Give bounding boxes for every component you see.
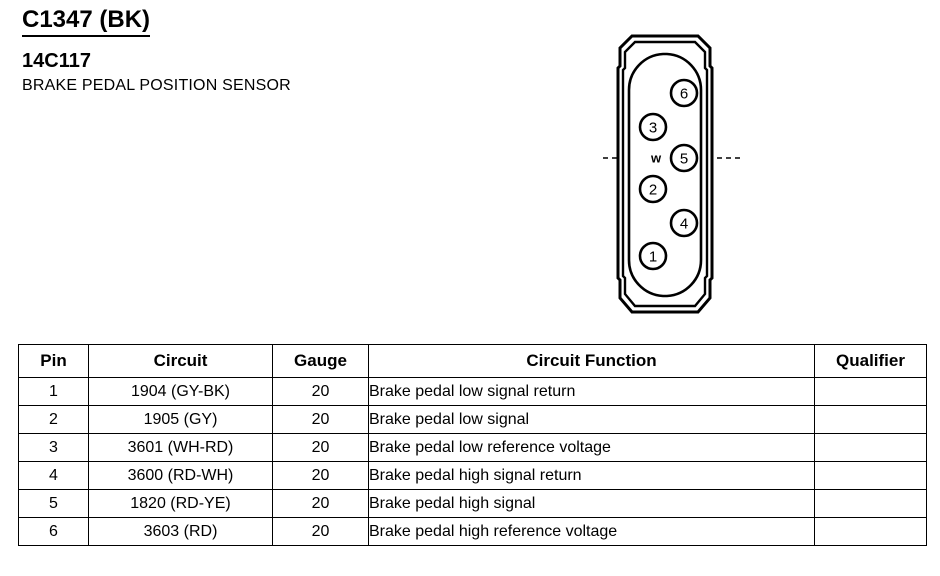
cell-circuit: 1820 (RD-YE) (88, 489, 273, 518)
cell-qualifier (814, 433, 927, 462)
cell-circuit-function: Brake pedal low signal (368, 405, 815, 434)
connector-header: C1347 (BK) 14C117 BRAKE PEDAL POSITION S… (22, 6, 542, 96)
pin-terminal-label: 3 (649, 120, 657, 137)
column-header-gauge: Gauge (272, 344, 369, 378)
table-row: 5 1820 (RD-YE) 20 Brake pedal high signa… (18, 489, 927, 518)
cell-circuit-function: Brake pedal high signal return (368, 461, 815, 490)
table-row: 1 1904 (GY-BK) 20 Brake pedal low signal… (18, 377, 927, 406)
pin-terminal-4[interactable]: 4 (669, 208, 699, 238)
column-header-pin: Pin (18, 344, 89, 378)
part-number-label: 14C117 (22, 50, 91, 72)
cell-gauge: 20 (272, 433, 369, 462)
pin-terminal-label: 2 (649, 182, 657, 199)
pin-terminal-5[interactable]: 5 (669, 143, 699, 173)
table-row: 6 3603 (RD) 20 Brake pedal high referenc… (18, 517, 927, 546)
page-title: C1347 (BK) (22, 6, 542, 37)
pin-terminal-3[interactable]: 3 (638, 112, 668, 142)
cell-qualifier (814, 461, 927, 490)
cell-pin: 2 (18, 405, 89, 434)
cell-gauge: 20 (272, 461, 369, 490)
cell-circuit-function: Brake pedal high signal (368, 489, 815, 518)
pin-terminal-1[interactable]: 1 (638, 241, 668, 271)
pin-assignment-table: Pin Circuit Gauge Circuit Function Quali… (18, 344, 927, 546)
pin-terminal-label: 1 (649, 249, 657, 266)
pin-terminal-label: 6 (680, 86, 688, 103)
cell-pin: 3 (18, 433, 89, 462)
cell-circuit: 1905 (GY) (88, 405, 273, 434)
cell-gauge: 20 (272, 489, 369, 518)
pin-terminal-label: 5 (680, 151, 688, 168)
cell-gauge: 20 (272, 517, 369, 546)
cell-circuit-function: Brake pedal high reference voltage (368, 517, 815, 546)
keying-mark-glyph: w (650, 151, 662, 166)
cell-pin: 4 (18, 461, 89, 490)
cell-circuit: 3600 (RD-WH) (88, 461, 273, 490)
cell-gauge: 20 (272, 377, 369, 406)
cell-qualifier (814, 405, 927, 434)
cell-circuit-function: Brake pedal low signal return (368, 377, 815, 406)
cell-gauge: 20 (272, 405, 369, 434)
column-header-qualifier: Qualifier (814, 344, 927, 378)
pin-terminal-label: 4 (680, 216, 688, 233)
table-row: 4 3600 (RD-WH) 20 Brake pedal high signa… (18, 461, 927, 490)
cell-qualifier (814, 517, 927, 546)
pin-assignment-table-container: Pin Circuit Gauge Circuit Function Quali… (18, 344, 927, 546)
table-row: 3 3601 (WH-RD) 20 Brake pedal low refere… (18, 433, 927, 462)
pin-terminal-6[interactable]: 6 (669, 78, 699, 108)
cell-circuit: 1904 (GY-BK) (88, 377, 273, 406)
table-header-row: Pin Circuit Gauge Circuit Function Quali… (18, 344, 927, 378)
column-header-circuit-function: Circuit Function (368, 344, 815, 378)
table-row: 2 1905 (GY) 20 Brake pedal low signal (18, 405, 927, 434)
component-name-label: BRAKE PEDAL POSITION SENSOR (22, 77, 291, 94)
cell-circuit: 3601 (WH-RD) (88, 433, 273, 462)
cell-pin: 6 (18, 517, 89, 546)
connector-pinout-diagram: w 6 3 5 2 4 (600, 28, 750, 324)
cell-pin: 5 (18, 489, 89, 518)
pin-terminal-2[interactable]: 2 (638, 174, 668, 204)
cell-qualifier (814, 377, 927, 406)
cell-pin: 1 (18, 377, 89, 406)
column-header-circuit: Circuit (88, 344, 273, 378)
cell-circuit: 3603 (RD) (88, 517, 273, 546)
cell-circuit-function: Brake pedal low reference voltage (368, 433, 815, 462)
pin-terminal-group: 6 3 5 2 4 1 (638, 78, 699, 271)
connector-id-label: C1347 (BK) (22, 6, 151, 37)
cell-qualifier (814, 489, 927, 518)
